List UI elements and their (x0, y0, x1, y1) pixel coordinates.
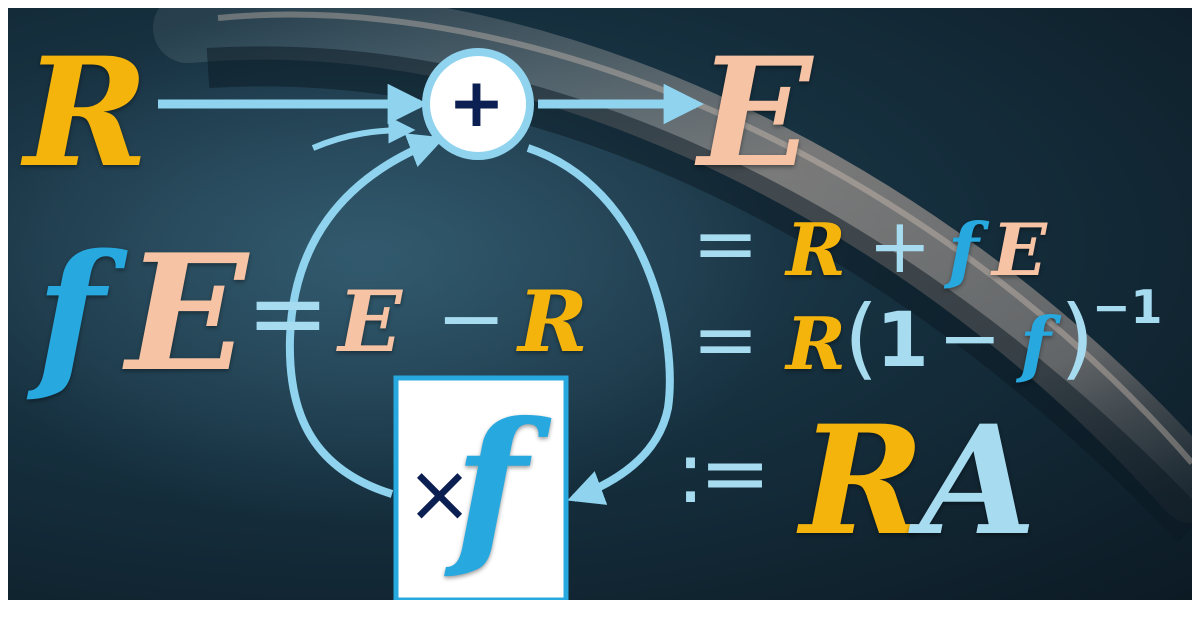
feedback-equals-sign: = (246, 254, 330, 371)
feedback-eq-r: R (518, 272, 588, 371)
eq2-minus: − (938, 293, 1002, 382)
multiply-symbol: × (406, 447, 474, 540)
eq3-defined-as: := (676, 423, 771, 523)
eq3-r: R (800, 393, 925, 569)
eq2-f: f (1020, 301, 1051, 386)
eq2-exponent: −1 (1092, 280, 1163, 334)
eq2-open-paren: ( (844, 286, 879, 389)
eq1-r: R (786, 207, 846, 292)
eq2-one: 1 (876, 295, 929, 384)
feedback-box (393, 375, 569, 600)
box-factor-f: f (454, 385, 528, 585)
background-art (8, 8, 1192, 600)
eq1-plus: + (868, 201, 932, 290)
eq2-r: R (786, 301, 846, 386)
adder-plus-symbol: + (448, 64, 505, 143)
output-signal-e: E (698, 25, 813, 201)
eq1-equals: = (692, 197, 760, 290)
eq2-close-paren: ) (1060, 286, 1095, 389)
eq2-equals: = (692, 293, 760, 386)
planet-horizon (8, 8, 1192, 542)
forward-loop-arrow (526, 144, 674, 505)
return-loop-arrow (285, 133, 445, 498)
input-signal-r: R (24, 25, 149, 201)
feedback-eq-minus: − (436, 269, 507, 367)
feedback-e-symbol: E (126, 219, 248, 407)
eq1-f: f (948, 207, 979, 292)
eq1-e: E (992, 207, 1047, 292)
return-arrow-shadow (311, 116, 416, 151)
eq3-a: A (920, 393, 1037, 569)
adder-node (422, 48, 534, 160)
feedback-eq-e: E (338, 272, 403, 371)
feedback-f-symbol: f (36, 219, 105, 407)
feedback-loop-diagram: + R E f E = E − R × f = R + f E = R ( 1 … (8, 8, 1192, 600)
